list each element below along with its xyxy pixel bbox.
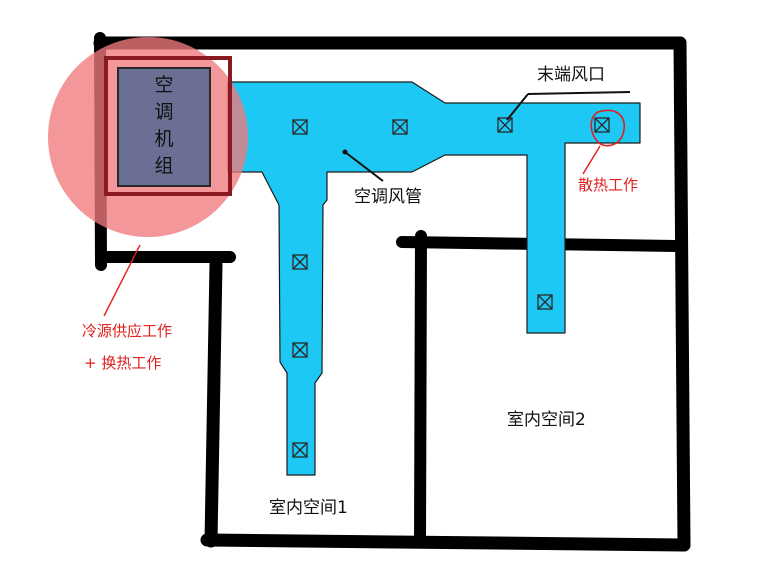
heat-exchange-label: + 换热工作	[84, 354, 161, 372]
ac-unit-char: 空	[154, 74, 173, 96]
ac-unit-char: 组	[154, 155, 173, 177]
diffuser-x-icon	[497, 117, 513, 133]
diffuser-x-icon	[292, 342, 308, 358]
duct-leader	[344, 151, 384, 182]
diffuser-x-icon	[537, 294, 553, 310]
duct-leader-dot	[342, 149, 348, 155]
room2-label: 室内空间2	[507, 410, 586, 430]
diffuser-x-icon	[594, 117, 610, 133]
diffuser-x-icon	[292, 442, 308, 458]
ac-unit-char: 调	[154, 101, 173, 123]
walls	[93, 32, 691, 552]
wall-bottom	[200, 533, 691, 552]
wall-room1-left	[204, 257, 223, 548]
cold-source-label: 冷源供应工作	[82, 322, 172, 340]
ac-unit-outer-frame	[104, 56, 232, 196]
ac-duct	[227, 81, 641, 476]
ac-unit-char: 机	[154, 128, 173, 150]
room1-label: 室内空间1	[269, 498, 348, 518]
ac-duct-label: 空调风管	[354, 187, 422, 207]
ac-unit-box	[117, 67, 211, 187]
heat-dissipation-label: 散热工作	[578, 176, 638, 194]
diffuser-x-icon	[292, 119, 308, 135]
heat-dissipation-leader	[582, 145, 601, 175]
heat-dissipation-loop	[590, 109, 625, 147]
wall-room2-left	[414, 230, 427, 548]
terminal-outlet-leader	[506, 93, 529, 121]
leader-lines	[103, 91, 631, 317]
diffuser-x-icon	[292, 254, 308, 270]
cold-source-leader	[103, 244, 141, 317]
diffusers	[292, 117, 610, 458]
terminal-outlet-label: 末端风口	[537, 65, 605, 85]
diffuser-x-icon	[392, 119, 408, 135]
wall-right	[673, 36, 691, 552]
ac-unit-label: 空 调 机 组	[154, 74, 173, 177]
terminal-outlet-leader	[527, 91, 631, 95]
